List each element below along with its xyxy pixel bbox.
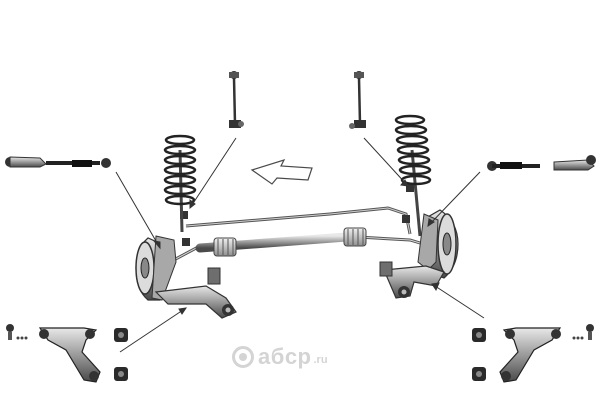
steering-rack-assembly <box>169 184 431 264</box>
tie-rod-left-icon <box>46 158 111 168</box>
tie-rod-right-icon <box>487 161 540 171</box>
installed-control-arm-right <box>379 261 445 299</box>
ball-joint-left-icon <box>6 324 28 340</box>
watermark-icon <box>232 346 254 368</box>
bushing-left-bottom-icon <box>114 367 128 381</box>
control-arm-left-icon <box>38 327 101 383</box>
ball-joint-right-icon <box>572 324 594 340</box>
leader-line-link-left <box>189 137 237 209</box>
coil-spring-right-icon <box>394 114 432 237</box>
watermark-brand: aбcp <box>258 344 312 369</box>
watermark-logo: aбcp .ru <box>232 344 328 370</box>
bushing-left-top-icon <box>114 328 128 342</box>
stabilizer-link-right-icon <box>349 71 366 129</box>
tie-rod-end-left-icon <box>5 156 47 168</box>
direction-arrow-icon <box>250 159 313 185</box>
stabilizer-link-left-icon <box>229 71 244 128</box>
leader-line-tie-rod-right <box>427 171 481 227</box>
installed-control-arm-left <box>154 267 237 319</box>
bushing-right-top-icon <box>472 328 486 342</box>
wheel-hub-right <box>417 209 459 279</box>
watermark-tld: .ru <box>313 354 328 366</box>
wheel-hub-left <box>135 235 177 301</box>
control-arm-right-icon <box>499 327 562 383</box>
rack-boot-left <box>213 237 237 257</box>
leader-line-tie-rod-left <box>115 171 161 249</box>
tie-rod-end-right-icon <box>553 155 596 171</box>
coil-spring-left-icon <box>163 134 197 233</box>
bushing-right-bottom-icon <box>472 367 486 381</box>
rack-boot-right <box>343 227 367 247</box>
leader-line-arm-left <box>119 307 187 353</box>
leader-line-link-right <box>363 137 409 187</box>
leader-line-arm-right <box>431 283 485 319</box>
leader-lines <box>115 137 485 353</box>
